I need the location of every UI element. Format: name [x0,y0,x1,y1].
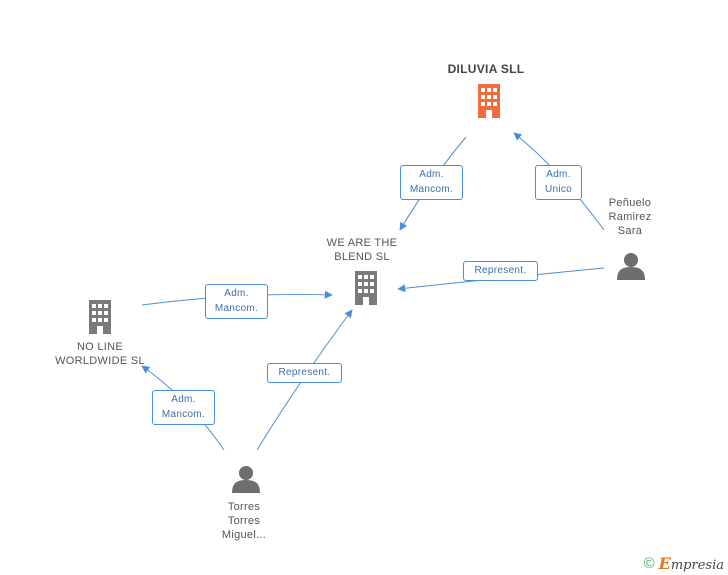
node-penuelo-name-line2: Ramirez [608,211,652,223]
node-penuelo-name-line3: Sara [617,225,643,237]
edge-label-penuelo-to-weare[interactable]: Represent. [463,261,538,281]
edge-label-line1: Adm. [224,288,249,299]
edge-label-line1: Represent. [474,265,527,276]
edge-label-torres-to-noline[interactable]: Adm. Mancom. [152,390,215,425]
edge-label-weare-to-diluvia[interactable]: Adm. Mancom. [400,165,463,200]
person-icon[interactable] [232,466,260,493]
node-weare-label[interactable]: WE ARE THE BLEND SL [312,236,412,264]
footer-branding: © Empresia [644,554,724,573]
edge-label-line1: Adm. [546,169,571,180]
node-torres-name-line3: Miguel... [221,529,267,541]
edge-label-line2: Mancom. [214,303,259,314]
building-icon[interactable] [478,84,500,118]
node-noline-name-line1: NO LINE [76,341,124,353]
brand-initial: E [658,554,671,573]
edge-label-noline-to-weare[interactable]: Adm. Mancom. [205,284,268,319]
node-penuelo-label[interactable]: Peñuelo Ramirez Sara [590,196,670,238]
building-icon[interactable] [89,300,111,334]
node-weare-name-line1: WE ARE THE [326,237,398,249]
node-diluvia-label[interactable]: DILUVIA SLL [426,62,546,76]
node-diluvia-name: DILUVIA SLL [447,62,525,76]
brand-rest: mpresia [670,558,724,573]
node-torres-name-line1: Torres [227,501,261,513]
edge-label-penuelo-to-diluvia[interactable]: Adm. Unico [535,165,582,200]
node-noline-name-line2: WORLDWIDE SL [55,355,145,367]
edge-label-line1: Adm. [171,394,196,405]
node-torres-label[interactable]: Torres Torres Miguel... [204,500,284,542]
edge-label-line1: Represent. [278,367,331,378]
node-torres-name-line2: Torres [227,515,261,527]
brand-logo[interactable]: Empresia [659,554,724,573]
person-icon[interactable] [617,253,645,280]
edge-label-line2: Unico [544,184,573,195]
copyright-icon: © [643,555,655,572]
building-icon[interactable] [355,271,377,305]
edge-label-line2: Mancom. [409,184,454,195]
node-penuelo-name-line1: Peñuelo [608,197,652,209]
node-weare-name-line2: BLEND SL [334,251,390,263]
edge-label-torres-to-weare[interactable]: Represent. [267,363,342,383]
edge-label-line1: Adm. [419,169,444,180]
node-noline-label[interactable]: NO LINE WORLDWIDE SL [40,340,160,368]
edge-label-line2: Mancom. [161,409,206,420]
